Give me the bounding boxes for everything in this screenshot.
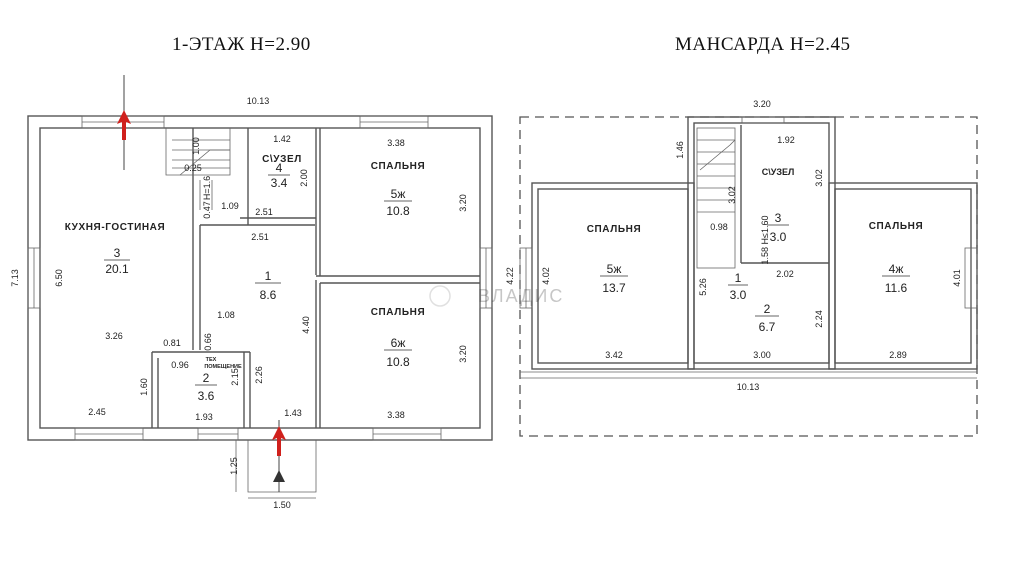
dim: 3.20 bbox=[458, 194, 468, 212]
bath1-area: 3.4 bbox=[271, 176, 288, 190]
bed5-area: 10.8 bbox=[386, 204, 410, 218]
attic-walls bbox=[531, 116, 978, 370]
dim: 2.51 bbox=[251, 232, 269, 242]
entrance-arrow-icon bbox=[117, 75, 131, 170]
attic-bath-label: С\УЗЕЛ bbox=[762, 167, 795, 177]
tech-label-line1: ТЕХ bbox=[206, 357, 217, 363]
hall1-number: 1 bbox=[265, 269, 272, 283]
dim: 0.96 bbox=[171, 360, 189, 370]
dim: Н=1.6 bbox=[202, 176, 212, 200]
floor1-porch bbox=[235, 440, 317, 499]
floor1-interior-walls bbox=[151, 128, 480, 428]
dim: 4.22 bbox=[505, 267, 515, 285]
bath1-number: 4 bbox=[276, 161, 283, 175]
watermark-text: ВЛАДИС bbox=[478, 286, 564, 306]
dim: 3.38 bbox=[387, 410, 405, 420]
attic-windows bbox=[519, 116, 978, 309]
attic-bed-right-area: 11.6 bbox=[885, 281, 908, 295]
kitchen-label: КУХНЯ-ГОСТИНАЯ bbox=[65, 222, 166, 233]
tech-number: 2 bbox=[203, 371, 210, 385]
attic-bed-right-number: 4ж bbox=[889, 262, 904, 276]
dim: 3.02 bbox=[727, 186, 737, 204]
dim: 4.02 bbox=[541, 267, 551, 285]
dim: 1.09 bbox=[221, 201, 239, 211]
dim: 1.92 bbox=[777, 135, 795, 145]
dim: 3.00 bbox=[753, 350, 771, 360]
dim: 1.93 bbox=[195, 412, 213, 422]
dim: 1.08 bbox=[217, 310, 235, 320]
floor1-plan: КУХНЯ-ГОСТИНАЯ 3 20.1 С\УЗЕЛ 4 3.4 СПАЛЬ… bbox=[10, 75, 493, 510]
dim: 3.02 bbox=[814, 169, 824, 187]
bed6-number: 6ж bbox=[391, 336, 406, 350]
kitchen-number: 3 bbox=[114, 246, 121, 260]
attic-plan: СПАЛЬНЯ 5ж 13.7 С\УЗЕЛ 3 3.0 СПАЛЬНЯ 4ж … bbox=[505, 99, 978, 437]
dim: 1.60 bbox=[139, 378, 149, 396]
attic-bed-left-area: 13.7 bbox=[602, 281, 626, 295]
attic-stair-area: 3.0 bbox=[730, 288, 747, 302]
tech-area: 3.6 bbox=[198, 389, 215, 403]
attic-bath-number: 3 bbox=[775, 211, 782, 225]
dim: 2.51 bbox=[255, 207, 273, 217]
attic-title: МАНСАРДА Н=2.45 bbox=[675, 34, 851, 55]
entrance-arrow-icon bbox=[272, 420, 286, 492]
attic-hall-area: 6.7 bbox=[759, 320, 776, 334]
floor1-windows bbox=[27, 115, 493, 441]
dim: 2.45 bbox=[88, 407, 106, 417]
dim: 0.66 bbox=[203, 333, 213, 351]
attic-bath-area: 3.0 bbox=[770, 230, 787, 244]
dim: 1.00 bbox=[191, 137, 201, 155]
dim: 6.50 bbox=[54, 269, 64, 287]
dim: 4.01 bbox=[952, 269, 962, 287]
bath1-label: С\УЗЕЛ bbox=[262, 154, 302, 165]
dim: 1.58 Н≤1.60 bbox=[760, 216, 770, 265]
bed5-number: 5ж bbox=[391, 187, 406, 201]
watermark-logo: ВЛАДИС bbox=[429, 285, 564, 307]
dim: 2.24 bbox=[814, 310, 824, 328]
hall1-area: 8.6 bbox=[260, 288, 277, 302]
dim: 2.26 bbox=[254, 366, 264, 384]
bed6-label: СПАЛЬНЯ bbox=[371, 307, 426, 318]
tech-label-line2: ПОМЕЩЕНИЕ bbox=[204, 364, 242, 370]
attic-bottom-dim: 10.13 bbox=[737, 382, 760, 392]
dim: 1.46 bbox=[675, 141, 685, 159]
floor1-height-dim: 7.13 bbox=[10, 269, 20, 287]
dim: 0.98 bbox=[710, 222, 728, 232]
attic-bed-left-label: СПАЛЬНЯ bbox=[587, 224, 642, 235]
attic-stair-number: 1 bbox=[735, 271, 742, 285]
bed5-label: СПАЛЬНЯ bbox=[371, 161, 426, 172]
dim: 3.42 bbox=[605, 350, 623, 360]
attic-top-dim: 3.20 bbox=[753, 99, 771, 109]
kitchen-area: 20.1 bbox=[105, 262, 129, 276]
dim: 2.02 bbox=[776, 269, 794, 279]
dim: 3.38 bbox=[387, 138, 405, 148]
attic-hall-number: 2 bbox=[764, 302, 771, 316]
dim: 5.26 bbox=[698, 278, 708, 296]
dim: 2.00 bbox=[299, 169, 309, 187]
attic-stair bbox=[696, 127, 736, 269]
dim: 3.26 bbox=[105, 331, 123, 341]
dim: 4.40 bbox=[301, 316, 311, 334]
dim: 0.81 bbox=[163, 338, 181, 348]
dim: 1.42 bbox=[273, 134, 291, 144]
floor1-width-dim: 10.13 bbox=[247, 96, 270, 106]
bed6-area: 10.8 bbox=[386, 355, 410, 369]
dim: 2.89 bbox=[889, 350, 907, 360]
attic-bed-left-number: 5ж bbox=[607, 262, 622, 276]
dim: 3.20 bbox=[458, 345, 468, 363]
dim: 0.47 bbox=[202, 201, 212, 219]
dim: 1.43 bbox=[284, 408, 302, 418]
dim: 0.25 bbox=[184, 163, 202, 173]
dim: 1.25 bbox=[229, 457, 239, 475]
floor1-title: 1-ЭТАЖ Н=2.90 bbox=[172, 34, 311, 55]
attic-bed-right-label: СПАЛЬНЯ bbox=[869, 221, 924, 232]
dim: 2.15 bbox=[230, 368, 240, 386]
floor1-stair bbox=[165, 128, 231, 210]
dim: 1.50 bbox=[273, 500, 291, 510]
